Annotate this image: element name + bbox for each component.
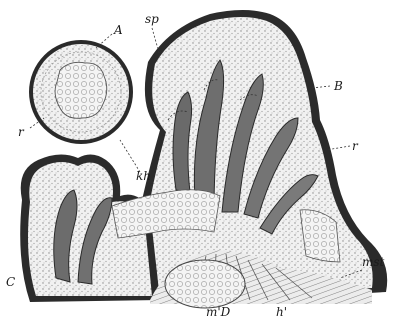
lamellar-mass-B xyxy=(142,10,387,302)
label-sp: sp xyxy=(145,12,159,26)
label-r-left: r xyxy=(18,125,25,139)
label-C: C xyxy=(6,275,15,289)
label-r-right: r xyxy=(352,139,359,153)
base-mD xyxy=(165,260,245,308)
label-B: B xyxy=(333,79,343,93)
label-mD: m'D xyxy=(206,305,231,319)
label-mst: mst xyxy=(362,255,385,269)
cross-section-A xyxy=(29,40,133,144)
label-A: A xyxy=(113,23,123,37)
label-h: h' xyxy=(276,305,287,319)
label-kh: kh xyxy=(136,169,151,183)
